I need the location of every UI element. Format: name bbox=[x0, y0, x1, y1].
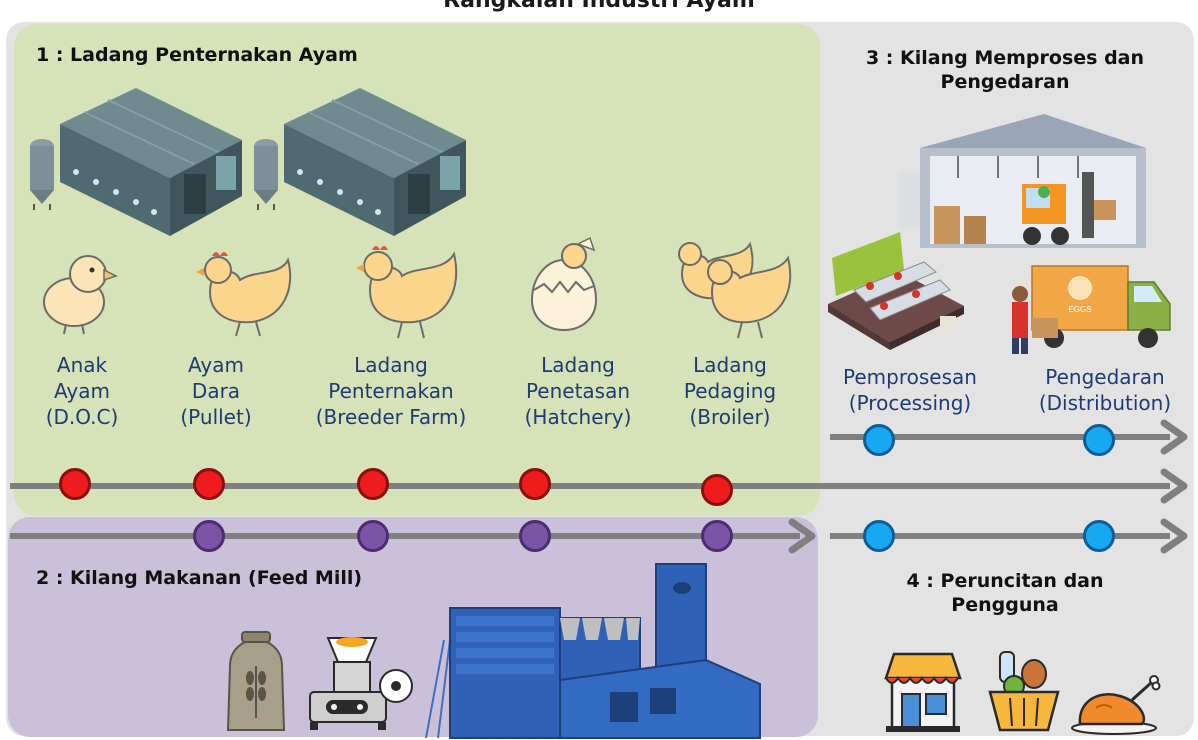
feed-node-breeder-farm bbox=[357, 520, 389, 552]
farm-node-hatchery bbox=[519, 468, 551, 500]
grain-sack-icon bbox=[226, 631, 286, 731]
feed-grinder-machine-icon bbox=[309, 637, 413, 730]
stage-label-line: Ladang bbox=[693, 353, 767, 377]
zone-processing-title-line2: Pengedaran bbox=[940, 71, 1070, 93]
feed-mill-factory-icon bbox=[425, 563, 761, 739]
stage-label-line: Dara bbox=[191, 379, 241, 403]
farm-node-breeder-farm bbox=[357, 468, 389, 500]
stage-label-line: (Distribution) bbox=[1038, 391, 1172, 415]
processing-line-icon bbox=[828, 232, 964, 350]
stage-label-line: Ayam bbox=[54, 379, 110, 403]
stage-label-line: Penetasan bbox=[525, 379, 631, 403]
stage-label-breeder-farm: Ladang Penternakan (Breeder Farm) bbox=[296, 352, 486, 430]
roast-chicken-icon bbox=[1071, 675, 1161, 735]
stage-label-line: (Pullet) bbox=[180, 405, 252, 429]
stage-label-line: Pemprosesan bbox=[843, 365, 977, 389]
stage-label-hatchery: Ladang Penetasan (Hatchery) bbox=[490, 352, 666, 430]
zone-feed-mill-title: 2 : Kilang Makanan (Feed Mill) bbox=[36, 567, 363, 589]
chick-icon bbox=[43, 255, 118, 335]
processing-plant-icon bbox=[898, 114, 1146, 248]
stage-label-line: Anak bbox=[56, 353, 108, 377]
hen-icon bbox=[196, 252, 292, 337]
stage-label-line: Ladang bbox=[541, 353, 615, 377]
consumer-node bbox=[1083, 520, 1115, 552]
egg-hatching-icon bbox=[530, 236, 598, 332]
farm-flow-arrow bbox=[10, 468, 1188, 504]
stage-label-broiler: Ladang Pedaging (Broiler) bbox=[660, 352, 800, 430]
delivery-truck-icon: EGGS bbox=[1012, 265, 1171, 354]
stage-label-distribution: Pengedaran (Distribution) bbox=[1018, 364, 1192, 416]
broilers-icon bbox=[678, 241, 792, 339]
stage-label-line: (Hatchery) bbox=[524, 405, 632, 429]
retail-node bbox=[863, 520, 895, 552]
stage-label-pullet: Ayam Dara (Pullet) bbox=[152, 352, 280, 430]
zone-processing-title: 3 : Kilang Memproses dan Pengedaran bbox=[820, 46, 1190, 94]
feed-node-pullet bbox=[193, 520, 225, 552]
farm-node-doc bbox=[59, 468, 91, 500]
zone-retail-title: 4 : Peruncitan dan Pengguna bbox=[820, 569, 1190, 617]
stage-label-processing: Pemprosesan (Processing) bbox=[832, 364, 988, 416]
feed-node-hatchery bbox=[519, 520, 551, 552]
processing-node bbox=[863, 424, 895, 456]
zone-retail-title-line1: 4 : Peruncitan dan bbox=[906, 570, 1104, 592]
stage-label-line: Pengedaran bbox=[1045, 365, 1165, 389]
stage-label-line: (Breeder Farm) bbox=[315, 405, 467, 429]
chicken-barn-icon bbox=[254, 88, 466, 236]
farm-node-pullet bbox=[193, 468, 225, 500]
stage-label-line: Ayam bbox=[188, 353, 244, 377]
grocery-basket-icon bbox=[988, 651, 1060, 732]
stage-label-line: (Broiler) bbox=[689, 405, 771, 429]
distribution-node bbox=[1083, 424, 1115, 456]
stage-label-line: Ladang bbox=[354, 353, 428, 377]
stage-label-line: (D.O.C) bbox=[45, 405, 119, 429]
zone-retail-title-line2: Pengguna bbox=[951, 594, 1059, 616]
feed-node-broiler bbox=[701, 520, 733, 552]
zone-farm-title: 1 : Ladang Penternakan Ayam bbox=[36, 44, 358, 66]
retail-shop-icon bbox=[884, 652, 962, 732]
stage-label-line: (Processing) bbox=[848, 391, 972, 415]
zone-processing-title-line1: 3 : Kilang Memproses dan bbox=[865, 47, 1145, 69]
delivery-box-label: EGGS bbox=[1068, 305, 1091, 314]
hen-icon bbox=[356, 246, 458, 339]
page-title: Rangkaian Industri Ayam bbox=[443, 0, 755, 13]
farm-node-broiler bbox=[701, 474, 733, 506]
stage-label-line: Penternakan bbox=[328, 379, 454, 403]
stage-label-line: Pedaging bbox=[683, 379, 777, 403]
stage-label-doc: Anak Ayam (D.O.C) bbox=[18, 352, 146, 430]
feed-mill-flow-arrow bbox=[10, 518, 816, 554]
chicken-barn-icon bbox=[30, 88, 242, 236]
